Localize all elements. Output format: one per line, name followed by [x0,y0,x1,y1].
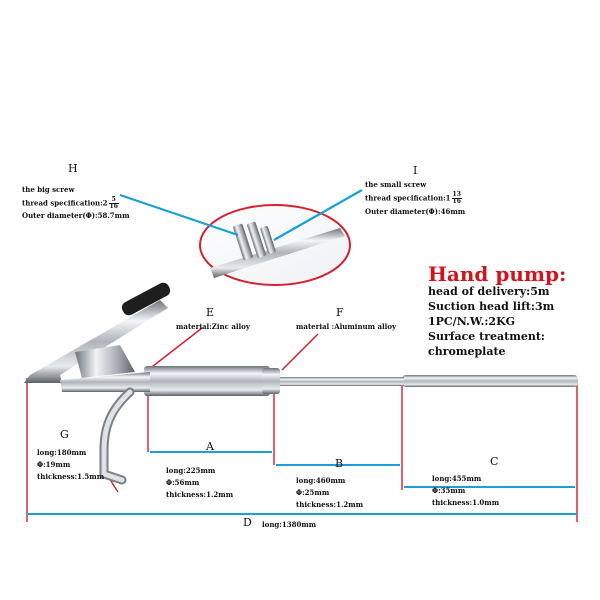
dim-b-line2: Φ:25mm [296,488,330,497]
callout-h-letter: H [68,162,78,175]
zoom-detail [199,204,351,286]
callout-i-line3: Outer diameter(Φ):46mm [365,207,466,216]
callout-f-letter: F [336,306,344,319]
callout-line-h [119,193,239,237]
dim-b-letter: B [335,457,344,470]
callout-line-i [273,189,363,241]
dim-d-text: long:1380mm [262,520,317,529]
cap-f [262,368,280,394]
callout-line-e [147,327,203,371]
pump-body [24,282,578,485]
dim-a-line2: Φ:56mm [166,478,200,487]
hand-pump-title: Hand pump: [428,262,567,286]
hand-pump-spec-3: 1PC/N.W.:2KG [428,315,516,328]
dim-d-letter: D [243,516,252,529]
dim-a-line1: long:225mm [166,466,216,475]
zoom-small-nut [247,221,266,258]
dim-c-letter: C [490,455,499,468]
dim-g-line3: thickness:1.5mm [37,472,105,481]
callout-i-frac-num: 13 [451,191,462,199]
callout-i-line1: the small screw [365,180,427,189]
linkage [75,345,135,378]
dim-a-line3: thickness:1.2mm [166,490,234,499]
callout-h-line1: the big screw [22,185,75,194]
callout-h-frac-num: 5 [108,197,119,204]
dim-b-line3: thickness:1.2mm [296,500,364,509]
callout-e-letter: E [206,306,215,319]
dim-c-line3: thickness:1.0mm [432,498,500,507]
zoom-big-nut [233,223,253,261]
dim-g-line1: long:180mm [37,448,87,457]
callout-i-thread-prefix: thread specification:1 [365,193,451,203]
zoom-rod [210,228,345,278]
cylinder-a [150,366,270,396]
callout-e-text: material:Zinc alloy [176,322,250,331]
dim-g-letter: G [60,428,69,441]
spout-g [101,389,133,483]
callout-i-letter: I [413,164,418,177]
callout-i-frac-den: 16 [452,198,461,205]
tube-b [272,377,404,386]
pump-head [60,372,150,392]
handle-grip [121,282,171,316]
hand-pump-spec-2: Suction head lift:3m [428,300,555,313]
hand-pump-spec-4: Surface treatment: [428,330,545,343]
hand-pump-spec-5: chromeplate [428,345,506,358]
dim-c-line2: Φ:35mm [432,486,466,495]
dim-g-line2: Φ:19mm [37,460,71,469]
callout-f-text: material :Aluminum alloy [296,322,397,331]
tube-c [402,375,578,387]
handle-rod [24,300,168,383]
dim-c-line1: long:455mm [432,474,482,483]
hand-pump-spec-1: head of delivery:5m [428,285,550,298]
zoom-collar [260,225,276,255]
callout-h-frac-den: 16 [109,203,118,210]
callout-line-f [281,333,319,371]
callout-h-thread-prefix: thread specification:2 [22,198,108,208]
dim-a-letter: A [206,440,214,453]
callout-h-line3: Outer diameter(Φ):58.7mm [22,211,130,220]
dim-b-line1: long:460mm [296,476,346,485]
